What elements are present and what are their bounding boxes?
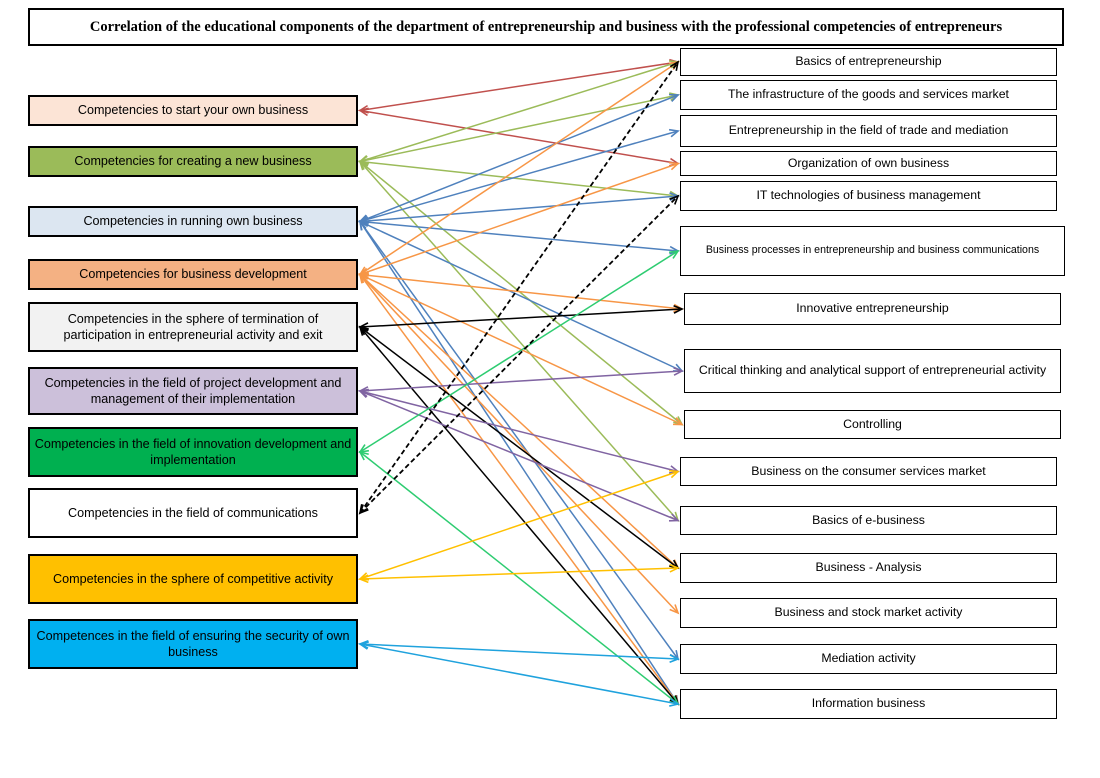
link-arrow-11: [358, 217, 680, 255]
link-arrow-35: [358, 641, 680, 707]
component-box-business-processes-in-entrepreneurship-a: Business processes in entrepreneurship a…: [680, 226, 1065, 276]
component-box-innovative-entrepreneurship: Innovative entrepreneurship: [684, 293, 1061, 325]
component-box-controlling: Controlling: [684, 410, 1061, 439]
component-box-information-business: Information business: [680, 689, 1057, 719]
competency-box-1: Competencies to start your own business: [28, 95, 358, 126]
competency-box-10: Competences in the field of ensuring the…: [28, 619, 358, 669]
component-box-it-technologies-of-business-management: IT technologies of business management: [680, 181, 1057, 211]
component-box-basics-of-entrepreneurship: Basics of entrepreneurship: [680, 48, 1057, 76]
link-arrow-2: [358, 107, 680, 167]
competency-box-6: Competencies in the field of project dev…: [28, 367, 358, 415]
competency-box-5: Competencies in the sphere of terminatio…: [28, 302, 358, 352]
link-arrow-34: [358, 639, 680, 664]
link-arrow-14: [358, 219, 680, 706]
component-box-business-analysis: Business - Analysis: [680, 553, 1057, 583]
component-box-entrepreneurship-in-the-field-of-trade-a: Entrepreneurship in the field of trade a…: [680, 115, 1057, 147]
link-arrow-31: [358, 194, 680, 515]
competency-box-2: Competencies for creating a new business: [28, 146, 358, 177]
component-box-mediation-activity: Mediation activity: [680, 644, 1057, 674]
link-arrow-5: [358, 157, 680, 200]
link-arrow-3: [358, 60, 680, 164]
competency-box-4: Competencies for business development: [28, 259, 358, 290]
competency-box-3: Competencies in running own business: [28, 206, 358, 237]
link-arrow-25: [358, 367, 684, 395]
link-arrow-16: [358, 161, 680, 277]
link-arrow-27: [358, 389, 680, 522]
diagram-title: Correlation of the educational component…: [28, 8, 1064, 46]
competency-box-9: Competencies in the sphere of competitiv…: [28, 554, 358, 604]
link-arrow-8: [358, 93, 680, 223]
link-arrow-24: [358, 325, 680, 706]
competency-box-7: Competencies in the field of innovation …: [28, 427, 358, 477]
component-box-business-and-stock-market-activity: Business and stock market activity: [680, 598, 1057, 628]
component-box-critical-thinking-and-analytical-support: Critical thinking and analytical support…: [684, 349, 1061, 393]
component-box-basics-of-e-business: Basics of e-business: [680, 506, 1057, 535]
component-box-organization-of-own-business: Organization of own business: [680, 151, 1057, 176]
link-arrow-26: [358, 388, 680, 474]
component-box-business-on-the-consumer-services-market: Business on the consumer services market: [680, 457, 1057, 486]
link-arrow-23: [358, 325, 680, 570]
link-arrow-15: [358, 60, 680, 276]
competency-box-8: Competencies in the field of communicati…: [28, 488, 358, 538]
component-box-the-infrastructure-of-the-goods-and-serv: The infrastructure of the goods and serv…: [680, 80, 1057, 110]
link-arrow-32: [358, 469, 680, 581]
link-arrow-33: [358, 563, 680, 584]
link-arrow-17: [358, 270, 684, 313]
